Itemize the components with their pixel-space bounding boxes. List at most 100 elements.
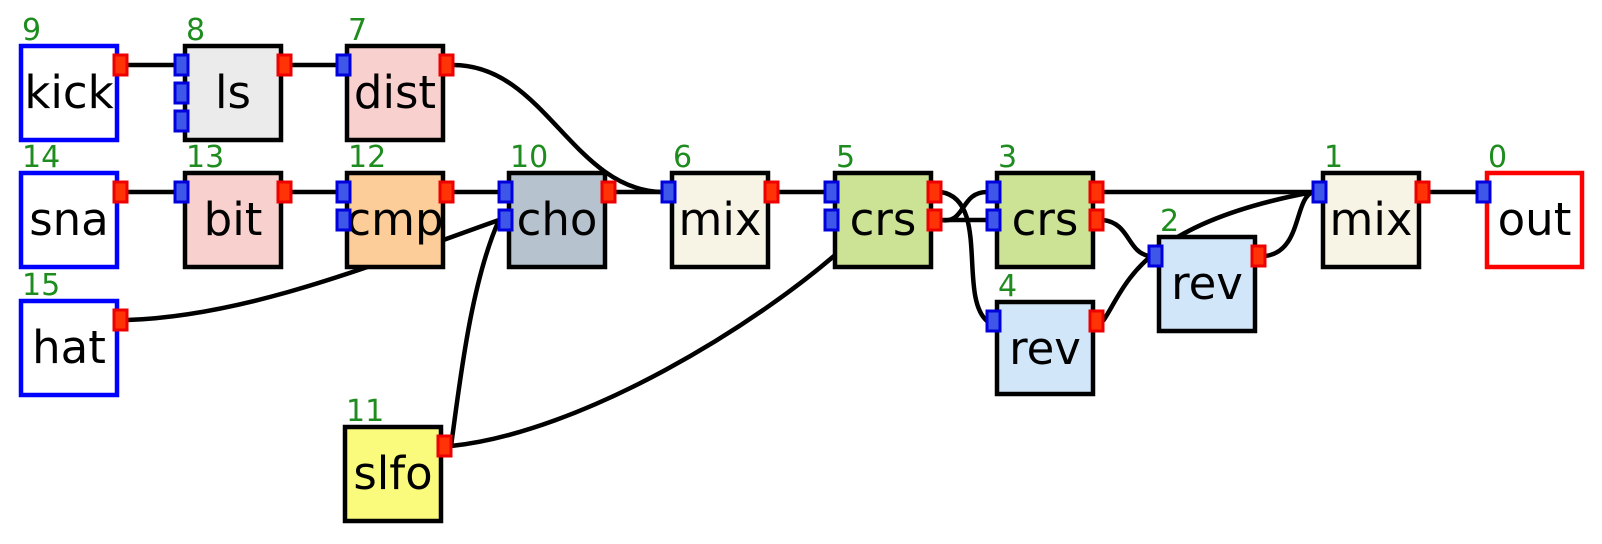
node-label-9: kick — [24, 66, 113, 119]
input-port-6-in1[interactable] — [660, 180, 677, 204]
input-port-3-in1[interactable] — [985, 180, 1002, 204]
input-port-1-in1[interactable] — [1311, 180, 1328, 204]
node-number-3: 3 — [998, 140, 1017, 175]
input-port-4-in1[interactable] — [985, 309, 1002, 333]
node-label-15: hat — [32, 321, 106, 374]
node-number-0: 0 — [1488, 140, 1507, 175]
node-label-6: mix — [679, 193, 762, 246]
node-crs-3: crs 3 — [985, 140, 1105, 270]
node-dist-7: dist 7 — [335, 13, 455, 143]
node-number-9: 9 — [22, 13, 41, 48]
node-label-12: cmp — [346, 193, 443, 246]
node-box-bit-13[interactable] — [182, 170, 284, 270]
node-box-out-0[interactable] — [1484, 170, 1585, 270]
output-port-3-out2[interactable] — [1088, 208, 1105, 232]
node-label-7: dist — [354, 66, 436, 119]
node-bit-13: bit 13 — [173, 140, 293, 270]
output-port-2-out1[interactable] — [1250, 244, 1267, 268]
input-port-13-in1[interactable] — [173, 180, 190, 204]
output-port-15-out1[interactable] — [112, 308, 129, 332]
edge-5-o1-to-4-i1 — [940, 189, 989, 323]
node-box-cmp-12[interactable] — [344, 170, 446, 270]
output-port-12-out1[interactable] — [438, 180, 455, 204]
input-port-2-in1[interactable] — [1147, 244, 1164, 268]
node-label-3: crs — [1012, 193, 1079, 246]
input-port-8-in1[interactable] — [173, 53, 190, 77]
node-rev-2: rev 2 — [1147, 204, 1267, 334]
output-port-1-out1[interactable] — [1414, 180, 1431, 204]
node-number-8: 8 — [186, 13, 205, 48]
node-hat-15: hat 15 — [18, 268, 129, 398]
input-port-12-in1[interactable] — [335, 180, 352, 204]
node-number-2: 2 — [1160, 204, 1179, 239]
node-number-1: 1 — [1324, 140, 1343, 175]
input-port-10-in1[interactable] — [497, 180, 514, 204]
node-label-1: mix — [1330, 193, 1413, 246]
node-box-cho-10[interactable] — [506, 170, 608, 270]
edge-11-o1-to-5-i2 — [450, 238, 854, 449]
node-ls-8: ls 8 — [173, 13, 293, 143]
output-port-8-out1[interactable] — [276, 53, 293, 77]
output-port-9-out1[interactable] — [112, 53, 129, 77]
node-box-crs-3[interactable] — [994, 170, 1096, 270]
node-label-0: out — [1498, 193, 1572, 246]
node-box-mix-6[interactable] — [669, 170, 771, 270]
node-number-4: 4 — [998, 269, 1017, 304]
node-box-dist-7[interactable] — [344, 43, 446, 143]
node-box-hat-15[interactable] — [18, 298, 120, 398]
output-port-5-out1[interactable] — [926, 180, 943, 204]
node-number-7: 7 — [348, 13, 367, 48]
edge-2-o1-to-1-i1 — [1264, 189, 1315, 259]
node-label-8: ls — [215, 66, 251, 119]
node-number-11: 11 — [346, 394, 384, 429]
input-port-3-in2[interactable] — [985, 208, 1002, 232]
node-number-6: 6 — [673, 140, 692, 175]
node-label-2: rev — [1171, 257, 1243, 310]
node-box-slfo-11[interactable] — [342, 424, 444, 524]
output-port-13-out1[interactable] — [276, 180, 293, 204]
node-mix-1: mix 1 — [1311, 140, 1431, 270]
output-port-4-out1[interactable] — [1088, 309, 1105, 333]
node-kick-9: kick 9 — [18, 13, 129, 143]
node-label-11: slfo — [353, 447, 432, 500]
node-box-sna-14[interactable] — [18, 170, 120, 270]
output-port-3-out1[interactable] — [1088, 180, 1105, 204]
node-box-rev-2[interactable] — [1156, 234, 1258, 334]
edge-7-o1-to-6-i1 — [452, 62, 663, 195]
input-port-5-in2[interactable] — [823, 208, 840, 232]
node-mix-6: mix 6 — [660, 140, 780, 270]
input-port-8-in2[interactable] — [173, 81, 190, 105]
output-port-11-out1[interactable] — [436, 434, 453, 458]
output-port-5-out2[interactable] — [926, 208, 943, 232]
edge-3-o2-to-2-i1 — [1102, 217, 1150, 259]
node-label-13: bit — [204, 193, 263, 246]
node-number-15: 15 — [22, 268, 60, 303]
edge-11-o1-to-10-i2 — [448, 219, 502, 447]
output-port-6-out1[interactable] — [763, 180, 780, 204]
edge-15-o1-to-10-i2 — [126, 217, 500, 323]
node-box-rev-4[interactable] — [994, 299, 1096, 397]
output-port-7-out1[interactable] — [438, 53, 455, 77]
node-box-ls-8[interactable] — [182, 43, 284, 143]
node-number-13: 13 — [186, 140, 224, 175]
output-port-14-out1[interactable] — [112, 180, 129, 204]
input-port-5-in1[interactable] — [823, 180, 840, 204]
node-box-kick-9[interactable] — [18, 43, 120, 143]
output-port-10-out1[interactable] — [600, 180, 617, 204]
input-port-7-in1[interactable] — [335, 53, 352, 77]
node-label-10: cho — [517, 193, 598, 246]
input-port-10-in2[interactable] — [497, 208, 514, 232]
node-label-14: sna — [29, 193, 109, 246]
node-label-5: crs — [850, 193, 917, 246]
edge-layer — [126, 62, 1477, 449]
node-box-mix-1[interactable] — [1320, 170, 1422, 270]
input-port-8-in3[interactable] — [173, 109, 190, 133]
input-port-0-in1[interactable] — [1475, 180, 1492, 204]
input-port-12-in2[interactable] — [335, 208, 352, 232]
node-number-10: 10 — [510, 140, 548, 175]
